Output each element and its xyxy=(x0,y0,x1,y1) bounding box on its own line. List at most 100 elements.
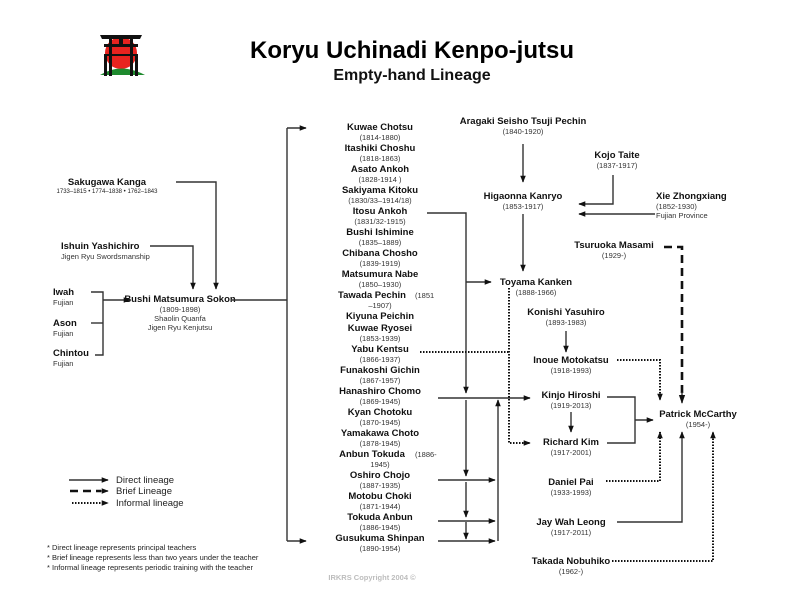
node-center: Kuwae Chotsu(1814-1880) xyxy=(347,122,413,142)
edge-inoue-mccarthy xyxy=(617,359,663,401)
edge-kojo-higaonna xyxy=(578,175,614,207)
edge-ishuin-matsumura xyxy=(150,245,196,290)
edge-takada-mccarthy xyxy=(612,431,716,562)
node-tsuruoka: Tsuruoka Masami (1929-) xyxy=(574,240,654,260)
node-center: Kiyuna Peichin xyxy=(346,311,414,322)
node-center: Motobu Choki(1871-1944) xyxy=(348,491,411,511)
notes: * Direct lineage represents principal te… xyxy=(47,543,259,572)
edge-pai-mccarthy xyxy=(606,431,663,482)
node-name: Motobu Choki xyxy=(348,491,411,502)
node-dates: (1818-1863) xyxy=(360,154,401,163)
node-name: Higaonna Kanryo xyxy=(484,191,563,202)
node-name: Toyama Kanken xyxy=(500,277,572,288)
node-konishi: Konishi Yasuhiro (1893-1983) xyxy=(527,307,605,327)
node-name: Tokuda Anbun xyxy=(347,512,413,523)
node-center: Funakoshi Gichin(1867-1957) xyxy=(340,365,420,385)
copyright: IRKRS Copyright 2004 © xyxy=(328,573,416,582)
node-dates: (1893-1983) xyxy=(546,318,587,327)
node-name: Ason xyxy=(53,318,77,329)
node-dates: (1852-1930) xyxy=(656,202,697,211)
node-name: Konishi Yasuhiro xyxy=(527,307,605,318)
node-name: Gusukuma Shinpan xyxy=(335,533,424,544)
node-name: Patrick McCarthy xyxy=(659,409,737,420)
node-matsumura: Bushi Matsumura Sokon (1809-1898) Shaoli… xyxy=(124,294,236,332)
node-name: Iwah xyxy=(53,287,74,298)
note-informal: * Informal lineage represents periodic t… xyxy=(47,563,253,572)
node-dates: (1871-1944) xyxy=(360,502,401,511)
node-higaonna: Higaonna Kanryo (1853-1917) xyxy=(484,191,563,211)
node-name: Chibana Chosho xyxy=(342,248,418,259)
node-dates: (1933-1993) xyxy=(551,488,592,497)
node-center: Tawada Pechin(1851–1907) xyxy=(338,290,434,310)
node-name: Itosu Ankoh xyxy=(353,206,408,217)
node-name: Bushi Ishimine xyxy=(346,227,414,238)
node-note: Fujian Province xyxy=(656,211,708,220)
node-center: Asato Ankoh(1828-1914 ) xyxy=(351,164,409,184)
node-aragaki: Aragaki Seisho Tsuji Pechin (1840-1920) xyxy=(460,116,587,136)
node-dates: (1870-1945) xyxy=(360,418,401,427)
node-name: Asato Ankoh xyxy=(351,164,409,175)
node-dates: (1878-1945) xyxy=(360,439,401,448)
node-note: Jigen Ryu Swordsmanship xyxy=(61,252,150,261)
node-center: Yamakawa Choto(1878-1945) xyxy=(341,428,419,448)
node-ason: Ason Fujian xyxy=(53,318,77,338)
node-dates: (1869-1945) xyxy=(360,397,401,406)
edge-leong-mccarthy xyxy=(617,431,685,523)
node-dates: (1954-) xyxy=(686,420,711,429)
node-dates: (1919-2013) xyxy=(551,401,592,410)
node-dates: (1890-1954) xyxy=(360,544,401,553)
legend-informal-label: Informal lineage xyxy=(116,498,184,509)
legend: Direct lineage Brief Lineage Informal li… xyxy=(69,475,184,509)
node-leong: Jay Wah Leong (1917-2011) xyxy=(536,517,606,537)
node-name: Yabu Kentsu xyxy=(351,344,409,355)
legend-brief-label: Brief Lineage xyxy=(116,486,172,497)
node-center: Oshiro Chojo(1887-1935) xyxy=(350,470,410,490)
node-name: Anbun Tokuda xyxy=(339,449,406,460)
node-sakugawa: Sakugawa Kanga 1733–1815 • 1774–1838 • 1… xyxy=(57,177,159,195)
node-name: Xie Zhongxiang xyxy=(656,191,727,202)
node-name: Tsuruoka Masami xyxy=(574,240,654,251)
node-name: Tawada Pechin xyxy=(338,290,406,301)
node-center: Gusukuma Shinpan(1890-1954) xyxy=(335,533,424,553)
left-connectors xyxy=(91,125,307,544)
node-name: Yamakawa Choto xyxy=(341,428,419,439)
node-name: Richard Kim xyxy=(543,437,599,448)
node-takada: Takada Nobuhiko (1962-) xyxy=(532,556,611,576)
node-dates: (1831/32-1915) xyxy=(354,217,406,226)
node-chintou: Chintou Fujian xyxy=(53,348,89,368)
node-name: Kuwae Ryosei xyxy=(348,323,412,334)
node-dates: (1853-1917) xyxy=(503,202,544,211)
node-center: Sakiyama Kitoku(1830/33–1914/18) xyxy=(342,185,418,205)
node-dates: (1835–1889) xyxy=(359,238,402,247)
node-dates: (1837-1917) xyxy=(597,161,638,170)
node-name: Kuwae Chotsu xyxy=(347,122,413,133)
node-ishuin: Ishuin Yashichiro Jigen Ryu Swordsmanshi… xyxy=(61,241,150,261)
node-name: Bushi Matsumura Sokon xyxy=(124,294,236,305)
torii-gate-icon xyxy=(100,35,142,76)
node-name: Sakugawa Kanga xyxy=(68,177,147,188)
node-center: Itashiki Choshu(1818-1863) xyxy=(345,143,416,163)
node-name: Aragaki Seisho Tsuji Pechin xyxy=(460,116,587,127)
node-toyama: Toyama Kanken (1888-1966) xyxy=(500,277,572,297)
center-connectors xyxy=(420,212,531,544)
node-dates: (1866-1937) xyxy=(360,355,401,364)
node-center: Chibana Chosho(1839-1919) xyxy=(342,248,418,268)
node-dates: (1962-) xyxy=(559,567,584,576)
torii-logo xyxy=(100,35,145,76)
note-brief: * Brief lineage represents less than two… xyxy=(47,553,259,562)
node-center: Yabu Kentsu(1866-1937) xyxy=(351,344,409,364)
node-dates: (1917-2011) xyxy=(551,528,592,537)
node-note: Fujian xyxy=(53,298,73,307)
node-kojo: Kojo Taite (1837-1917) xyxy=(594,150,639,170)
node-dates: –1907) xyxy=(368,301,392,310)
node-pai: Daniel Pai (1933-1993) xyxy=(548,477,593,497)
node-dates: (1917-2001) xyxy=(551,448,592,457)
node-iwah: Iwah Fujian xyxy=(53,287,74,307)
edge-sakugawa-matsumura xyxy=(176,181,219,290)
node-note: Jigen Ryu Kenjutsu xyxy=(148,323,213,332)
node-xie: Xie Zhongxiang (1852-1930) Fujian Provin… xyxy=(656,191,727,220)
node-name: Hanashiro Chomo xyxy=(339,386,421,397)
node-name: Oshiro Chojo xyxy=(350,470,410,481)
node-dates: (1814-1880) xyxy=(360,133,401,142)
